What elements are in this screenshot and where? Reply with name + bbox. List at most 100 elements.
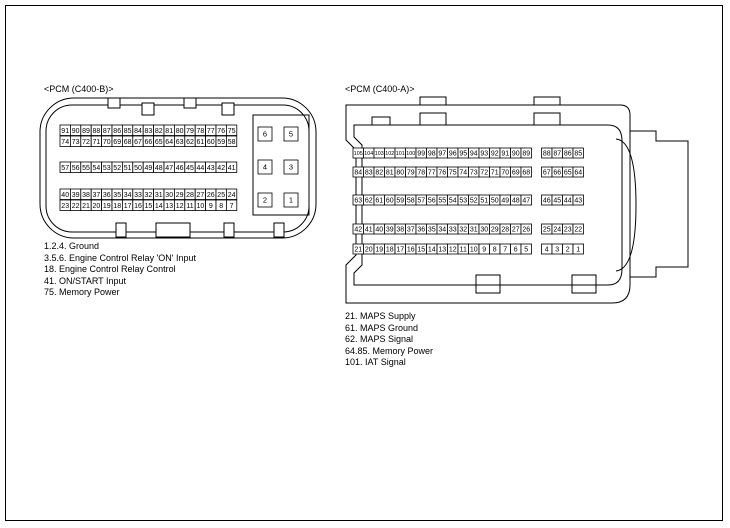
pin-number: 27 (512, 227, 520, 234)
pin-cell: 81 (384, 166, 396, 178)
pin-cell: 37 (405, 223, 417, 235)
pin-number: 95 (459, 151, 467, 158)
key-tab (107, 97, 121, 109)
pin-number: 39 (386, 227, 394, 234)
pin-number: 70 (103, 139, 111, 146)
pin-number: 17 (396, 247, 404, 254)
pin-cell: 80 (173, 124, 186, 136)
pin-cell: 92 (489, 147, 501, 159)
pin-cell: 68 (520, 166, 532, 178)
pin-number: 62 (186, 139, 194, 146)
pin-number: 91 (501, 151, 509, 158)
pin-number: 52 (113, 165, 121, 172)
pin-cell: 55 (436, 194, 448, 206)
pin-number: 9 (482, 247, 486, 254)
pin-number: 58 (407, 198, 415, 205)
pin-cell: 96 (447, 147, 459, 159)
pin-number: 75 (449, 170, 457, 177)
pin-cell: 29 (173, 188, 186, 200)
pin-cell: 2 (257, 192, 273, 208)
pin-number: 21 (82, 203, 90, 210)
pin-number: 86 (113, 128, 121, 135)
pin-number: 80 (396, 170, 404, 177)
pin-cell: 30 (478, 223, 490, 235)
pin-number: 20 (93, 203, 101, 210)
pin-cell: 57 (59, 161, 71, 173)
pin-cell: 12 (173, 199, 186, 211)
pin-number: 31 (470, 227, 478, 234)
diagram-frame (5, 5, 723, 521)
pin-number: 55 (438, 198, 446, 205)
pin-cell: 51 (122, 161, 134, 173)
pin-cell: 14 (426, 243, 438, 255)
pin-cell: 22 (70, 199, 82, 211)
pin-cell: 49 (499, 194, 511, 206)
pin-number: 79 (186, 128, 194, 135)
pin-number: 97 (438, 151, 446, 158)
pin-number: 69 (512, 170, 520, 177)
pin-cell: 56 (70, 161, 82, 173)
pin-cell: 89 (520, 147, 532, 159)
pin-number: 48 (155, 165, 163, 172)
pin-cell: 5 (283, 126, 299, 142)
pin-cell: 91 (499, 147, 511, 159)
pcm-b-legend-item: 75. Memory Power (44, 287, 120, 297)
pin-cell: 72 (80, 135, 92, 147)
pin-cell: 61 (194, 135, 206, 147)
pin-number: 61 (197, 139, 205, 146)
pin-cell: 79 (405, 166, 417, 178)
pin-cell: 15 (142, 199, 154, 211)
pin-cell: 87 (101, 124, 113, 136)
pcm-a-legend-item: 21. MAPS Supply (345, 311, 416, 321)
pin-cell: 68 (122, 135, 134, 147)
pin-cell: 16 (132, 199, 144, 211)
pin-number: 71 (491, 170, 499, 177)
pin-number: 33 (134, 192, 142, 199)
pin-cell: 50 (132, 161, 144, 173)
pin-number: 76 (217, 128, 225, 135)
pin-number: 45 (186, 165, 194, 172)
pin-cell: 77 (426, 166, 438, 178)
pin-number: 19 (103, 203, 111, 210)
pin-number: 82 (375, 170, 383, 177)
pin-cell: 25 (215, 188, 227, 200)
pin-number: 24 (228, 192, 236, 199)
pin-number: 85 (574, 151, 582, 158)
pin-cell: 3 (551, 243, 563, 255)
pin-cell: 85 (572, 147, 584, 159)
pin-number: 59 (396, 198, 404, 205)
pin-cell: 70 (101, 135, 113, 147)
pin-cell: 8 (215, 199, 227, 211)
pin-cell: 19 (373, 243, 385, 255)
pin-number: 53 (459, 198, 467, 205)
pin-cell: 94 (468, 147, 480, 159)
pin-number: 66 (145, 139, 153, 146)
pin-cell: 57 (415, 194, 427, 206)
pin-cell: 17 (122, 199, 134, 211)
pin-number: 30 (480, 227, 488, 234)
pin-cell: 71 (489, 166, 501, 178)
pin-cell: 36 (415, 223, 427, 235)
pin-cell: 63 (352, 194, 364, 206)
pin-cell: 7 (225, 199, 238, 211)
pin-cell: 54 (90, 161, 103, 173)
pin-cell: 66 (551, 166, 563, 178)
pin-cell: 11 (184, 199, 196, 211)
pin-cell: 44 (194, 161, 206, 173)
pin-number: 41 (365, 227, 373, 234)
pin-number: 62 (365, 198, 373, 205)
pin-number: 8 (493, 247, 497, 254)
pin-cell: 84 (132, 124, 144, 136)
pin-cell: 2 (562, 243, 574, 255)
pin-number: 7 (503, 247, 507, 254)
pin-number: 26 (522, 227, 530, 234)
pin-cell: 20 (363, 243, 375, 255)
pin-cell: 72 (478, 166, 490, 178)
pin-number: 24 (553, 227, 561, 234)
pin-number: 43 (207, 165, 215, 172)
pin-number: 46 (176, 165, 184, 172)
pin-cell: 52 (468, 194, 480, 206)
pin-cell: 15 (415, 243, 427, 255)
